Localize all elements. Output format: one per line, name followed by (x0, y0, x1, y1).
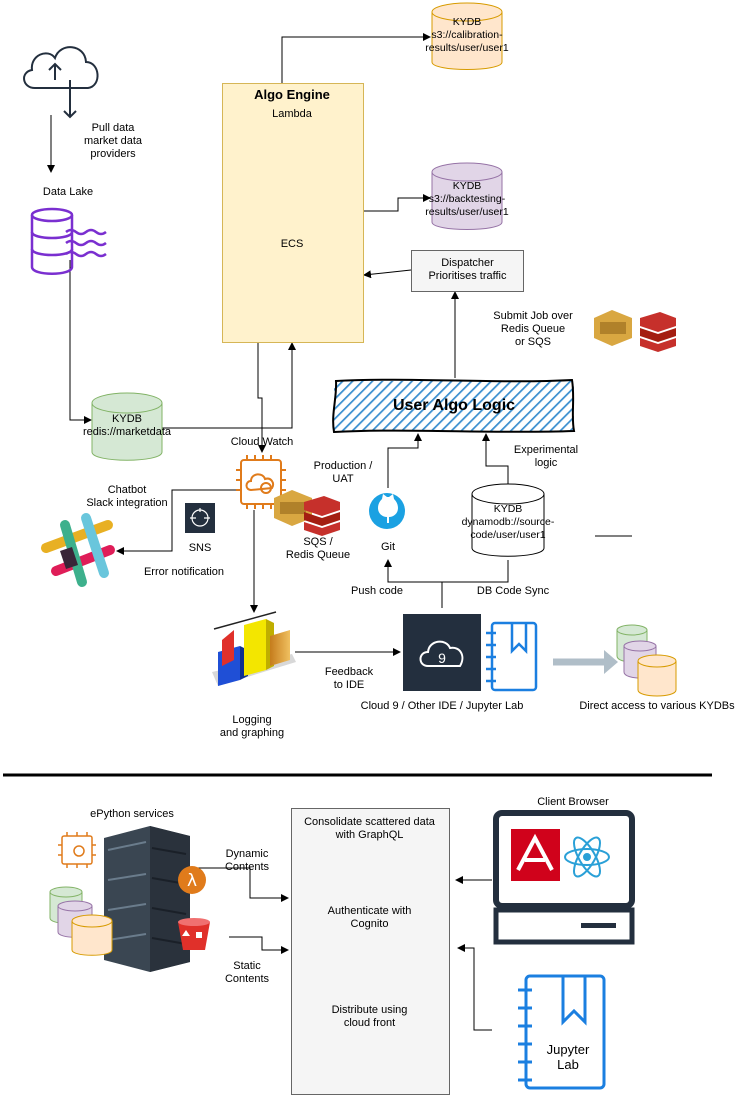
angular-icon (511, 829, 560, 881)
dynamic-contents-label: Dynamic Contents (224, 848, 270, 873)
direct-access-label: Direct access to various KYDBs (579, 700, 735, 712)
user-algo-logic-label: User Algo Logic (392, 397, 516, 414)
db-code-sync-label: DB Code Sync (476, 585, 550, 597)
s3-small-icon (178, 918, 210, 950)
algo-engine-box (222, 83, 364, 343)
cloudfront-label: Distribute using cloud front (331, 1004, 408, 1029)
cloud-watch-label: Cloud Watch (230, 436, 294, 448)
connectors (47, 33, 632, 1031)
production-uat-label: Production / UAT (313, 460, 373, 485)
dispatcher-box (411, 250, 524, 292)
kydb-stack-icon (616, 624, 677, 697)
epython-services-label: ePython services (90, 808, 174, 820)
static-contents-label: Static Contents (224, 960, 270, 985)
svg-text:9: 9 (438, 650, 446, 666)
sqs-redis-icon-mid (274, 490, 340, 536)
pull-data-label: Pull data market data providers (83, 122, 143, 160)
data-lake-label: Data Lake (42, 186, 94, 198)
cloud-upload-icon (23, 46, 99, 119)
svg-text:λ: λ (187, 871, 197, 891)
experimental-label: Experimental logic (513, 444, 579, 469)
kydb-backtesting-label: KYDB s3://backtesting- results/user/user… (425, 180, 509, 218)
kydb-calibration-label: KYDB s3://calibration- results/user/user… (425, 16, 509, 54)
cloud9-label: Cloud 9 / Other IDE / Jupyter Lab (360, 700, 524, 712)
sqs-redis-label: SQS / Redis Queue (285, 536, 351, 561)
sqs-redis-icon-top (594, 310, 676, 352)
push-code-label: Push code (351, 585, 403, 597)
git-label: Git (380, 541, 396, 553)
kydb-backtesting-cylinder (431, 162, 503, 230)
lambda-small-icon: λ (178, 866, 206, 894)
data-lake-icon (30, 207, 107, 275)
kydb-dynamodb-cylinder (471, 483, 545, 557)
feedback-label: Feedback to IDE (324, 666, 374, 691)
cloud-watch-small-icon (58, 832, 96, 868)
cognito-label: Authenticate with Cognito (327, 905, 412, 930)
cloud-watch-icon (236, 455, 286, 509)
graphql-label: Consolidate scattered data with GraphQL (304, 816, 435, 841)
server-rack-icon (104, 826, 190, 972)
logging-chart-icon (212, 611, 296, 686)
react-icon (564, 836, 610, 878)
dispatcher-label: Dispatcher Prioritises traffic (428, 257, 507, 282)
sns-icon (185, 503, 215, 533)
user-algo-logic-box (332, 378, 576, 434)
services-panel (291, 808, 450, 1095)
cloud9-icon: 9 (403, 614, 481, 691)
notebook-icon (486, 621, 538, 692)
logging-label: Logging and graphing (219, 714, 285, 739)
git-icon (369, 493, 405, 529)
ecs-label: ECS (280, 238, 304, 250)
error-notification-label: Error notification (143, 566, 225, 578)
lambda-label: Lambda (272, 108, 312, 120)
submit-job-label: Submit Job over Redis Queue or SQS (493, 310, 573, 348)
sns-label: SNS (188, 542, 212, 554)
kydb-redis-cylinder (91, 392, 163, 461)
kydb-calibration-cylinder (431, 2, 503, 70)
jupyter-notebook-icon (518, 974, 606, 1090)
direct-access-arrowhead (604, 650, 618, 674)
client-browser-label: Client Browser (537, 796, 609, 808)
jupyter-lab-label: Jupyter Lab (546, 1042, 590, 1072)
algo-engine-title: Algo Engine (254, 87, 330, 102)
slack-icon (41, 513, 115, 587)
kydb-small-stack-icon (49, 886, 113, 956)
kydb-dynamodb-label: KYDB dynamodb://source- code/user/user1 (461, 503, 555, 541)
chatbot-label: Chatbot Slack integration (86, 484, 168, 509)
kydb-redis-label: KYDB redis://marketdata (82, 413, 172, 438)
